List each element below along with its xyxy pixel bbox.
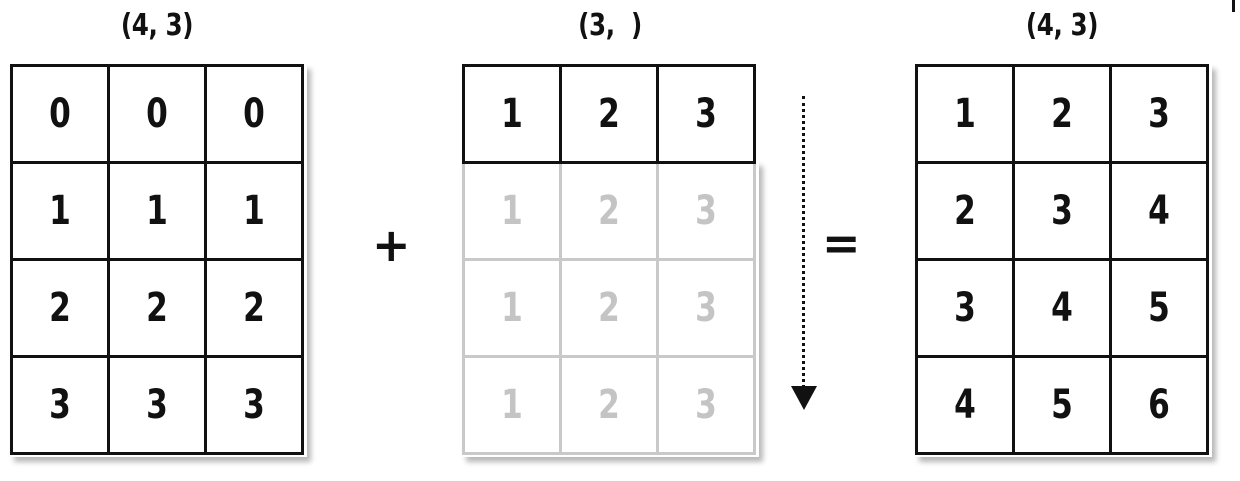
result-array-cell: 3 bbox=[1109, 64, 1209, 164]
result-array-cell: 6 bbox=[1109, 355, 1209, 455]
result-array-cell: 2 bbox=[915, 161, 1015, 261]
left-array-cell: 1 bbox=[107, 161, 207, 261]
result-array-cell: 4 bbox=[1109, 161, 1209, 261]
broadcast-ghost-cell: 3 bbox=[656, 161, 756, 261]
left-array-cell: 3 bbox=[10, 355, 110, 455]
broadcast-ghost-cell: 1 bbox=[462, 355, 562, 455]
broadcast-ghost-cell: 1 bbox=[462, 258, 562, 358]
equals-operator: = bbox=[822, 216, 861, 270]
result-array-cell: 5 bbox=[1109, 258, 1209, 358]
left-array-cell: 2 bbox=[10, 258, 110, 358]
middle-array-row: 1 2 3 bbox=[462, 64, 759, 164]
broadcast-ghost-cell: 2 bbox=[559, 258, 659, 358]
arrow-down-icon bbox=[791, 386, 817, 410]
middle-array-shape-label: (3, ) bbox=[578, 8, 642, 43]
broadcast-ghost-cell: 3 bbox=[656, 258, 756, 358]
left-array-cell: 2 bbox=[204, 258, 304, 358]
left-array-cell: 1 bbox=[204, 161, 304, 261]
middle-array-cell: 2 bbox=[559, 64, 659, 164]
result-array-cell: 3 bbox=[915, 258, 1015, 358]
left-array-cell: 2 bbox=[107, 258, 207, 358]
result-array-cell: 4 bbox=[915, 355, 1015, 455]
left-array-cell: 0 bbox=[107, 64, 207, 164]
left-array-cell: 1 bbox=[10, 161, 110, 261]
result-array-cell: 5 bbox=[1012, 355, 1112, 455]
result-array-grid: 1 2 3 2 3 4 3 4 5 4 5 6 bbox=[915, 64, 1212, 457]
result-array-cell: 1 bbox=[915, 64, 1015, 164]
broadcast-ghost-cell: 3 bbox=[656, 355, 756, 455]
broadcast-ghost-cell: 1 bbox=[462, 161, 562, 261]
middle-array-cell: 3 bbox=[656, 64, 756, 164]
left-array-cell: 0 bbox=[204, 64, 304, 164]
edge-mark bbox=[1232, 0, 1235, 12]
broadcast-ghost-cell: 2 bbox=[559, 355, 659, 455]
middle-array-cell: 1 bbox=[462, 64, 562, 164]
left-array-shape-label: (4, 3) bbox=[120, 8, 194, 43]
broadcast-ghost-grid: 1 2 3 1 2 3 1 2 3 bbox=[462, 161, 759, 457]
plus-operator: + bbox=[372, 218, 411, 272]
left-array-grid: 0 0 0 1 1 1 2 2 2 3 3 3 bbox=[10, 64, 307, 457]
result-array-cell: 2 bbox=[1012, 64, 1112, 164]
result-array-cell: 4 bbox=[1012, 258, 1112, 358]
left-array-cell: 3 bbox=[204, 355, 304, 455]
broadcast-arrow-line bbox=[802, 96, 805, 388]
left-array-cell: 3 bbox=[107, 355, 207, 455]
left-array-cell: 0 bbox=[10, 64, 110, 164]
result-array-shape-label: (4, 3) bbox=[1025, 8, 1099, 43]
broadcast-ghost-cell: 2 bbox=[559, 161, 659, 261]
result-array-cell: 3 bbox=[1012, 161, 1112, 261]
